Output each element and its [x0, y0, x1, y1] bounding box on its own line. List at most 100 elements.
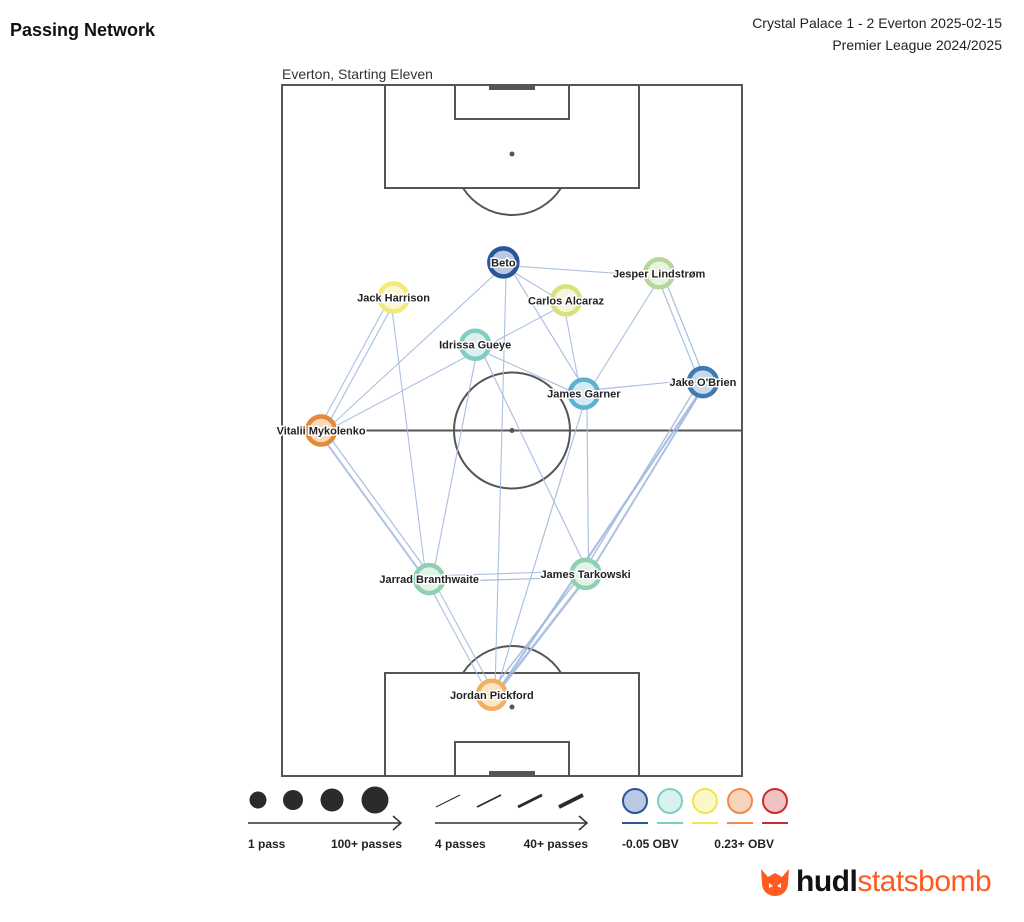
- pass-line-vitalii-mykolenko-to-jarrad-branthwaite: [327, 444, 419, 569]
- bottom-goal: [489, 771, 535, 776]
- team-label: Everton, Starting Eleven: [282, 66, 433, 82]
- brand-statsbomb: statsbomb: [857, 865, 992, 898]
- pass-line-jordan-pickford-to-james-garner: [498, 409, 583, 681]
- match-info: Crystal Palace 1 - 2 Everton 2025-02-15 …: [752, 12, 1002, 56]
- legend-width-arrow-head: [578, 815, 589, 831]
- legend-width-min: 4 passes: [435, 837, 486, 851]
- pass-line-vitalii-mykolenko-to-jack-harrison: [330, 312, 390, 419]
- player-label-jordan-pickford: Jordan Pickford: [450, 690, 534, 702]
- pass-line-james-tarkowski-to-idrissa-gueye: [484, 357, 582, 559]
- pass-line-beto-to-jesper-lindstr-m: [518, 265, 644, 276]
- legend-color-min: -0.05 OBV: [622, 837, 679, 851]
- pass-line-jordan-pickford-to-jake-o-brien: [502, 395, 698, 685]
- legend-width: 4 passes 40+ passes: [435, 793, 589, 851]
- pass-lines: [325, 265, 701, 686]
- centre-circle: [453, 371, 571, 490]
- legend-size-arrow-head: [392, 815, 403, 831]
- player-node-jack-harrison: [377, 281, 410, 314]
- top-penalty-area: [384, 84, 640, 189]
- legend-size: 1 pass 100+ passes: [248, 786, 403, 851]
- pass-line-jake-o-brien-to-james-tarkowski: [590, 393, 693, 560]
- pass-line-carlos-alcaraz-to-james-garner: [565, 316, 579, 380]
- top-penalty-spot: [509, 151, 515, 157]
- pass-line-vitalii-mykolenko-to-beto: [334, 274, 495, 423]
- pass-line-vitalii-mykolenko-to-carlos-alcaraz: [336, 309, 554, 427]
- player-label-idrissa-gueye: Idrissa Gueye: [439, 340, 511, 352]
- pass-line-jarrad-branthwaite-to-jordan-pickford: [433, 594, 483, 683]
- player-label-beto: Beto: [491, 257, 516, 269]
- pitch: [281, 84, 743, 777]
- match-title: Crystal Palace 1 - 2 Everton 2025-02-15: [752, 15, 1002, 31]
- pass-line-jake-o-brien-to-jesper-lindstr-m: [667, 286, 701, 367]
- pass-line-james-tarkowski-to-jake-o-brien: [595, 396, 699, 563]
- top-goal: [489, 85, 535, 90]
- player-node-james-tarkowski: [569, 557, 602, 591]
- legend-color-swatch-5: [762, 788, 788, 814]
- player-node-jordan-pickford: [475, 678, 509, 712]
- pass-line-jordan-pickford-to-james-tarkowski: [502, 587, 580, 686]
- legend: 1 pass 100+ passes 4 passes 40+ passes -…: [248, 786, 788, 851]
- pass-line-james-garner-to-jesper-lindstr-m: [594, 287, 654, 383]
- pass-line-jarrad-branthwaite-to-james-tarkowski: [444, 576, 571, 583]
- pass-line-jordan-pickford-to-beto: [494, 277, 507, 680]
- legend-color-swatch-4: [727, 788, 753, 814]
- top-penalty-arc: [462, 187, 562, 216]
- bottom-penalty-area: [384, 672, 640, 777]
- page-title: Passing Network: [10, 20, 156, 40]
- pass-line-jake-o-brien-to-james-garner: [598, 380, 688, 390]
- player-label-vitalii-mykolenko: Vitalii Mykolenko: [277, 426, 366, 438]
- legend-width-line-3: [517, 793, 543, 809]
- player-node-vitalii-mykolenko: [304, 414, 338, 447]
- player-label-jarrad-branthwaite: Jarrad Branthwaite: [379, 574, 479, 586]
- pass-line-jarrad-branthwaite-to-vitalii-mykolenko: [332, 441, 423, 566]
- player-label-james-garner: James Garner: [547, 389, 621, 401]
- legend-color-swatch-2: [657, 788, 683, 814]
- pass-line-beto-to-carlos-alcaraz: [514, 272, 552, 296]
- bottom-penalty-arc: [462, 645, 562, 674]
- legend-color-swatch-3: [692, 788, 718, 814]
- pass-line-jack-harrison-to-jarrad-branthwaite: [392, 313, 425, 565]
- player-label-carlos-alcaraz: Carlos Alcaraz: [528, 295, 605, 307]
- legend-width-line-1: [435, 794, 461, 808]
- player-label-jack-harrison: Jack Harrison: [357, 292, 430, 304]
- legend-size-dot-1: [249, 791, 267, 809]
- pass-line-jack-harrison-to-vitalii-mykolenko: [325, 309, 384, 416]
- bottom-six-yard-box: [454, 741, 570, 777]
- brand-hudl: hudl: [796, 865, 858, 898]
- legend-size-max: 100+ passes: [331, 837, 402, 851]
- player-label-jake-o-brien: Jake O'Brien: [669, 377, 736, 389]
- player-node-jesper-lindstr-m: [642, 257, 676, 290]
- player-node-jarrad-branthwaite: [412, 562, 446, 596]
- pass-line-jarrad-branthwaite-to-idrissa-gueye: [434, 360, 476, 565]
- bottom-penalty-spot: [509, 704, 515, 710]
- legend-size-dot-3: [320, 788, 344, 812]
- player-node-jake-o-brien: [686, 365, 720, 399]
- player-label-james-tarkowski: James Tarkowski: [540, 569, 630, 581]
- pass-line-jordan-pickford-to-jarrad-branthwaite: [438, 591, 488, 680]
- legend-color-max: 0.23+ OBV: [714, 837, 774, 851]
- legend-size-min: 1 pass: [248, 837, 286, 851]
- player-node-idrissa-gueye: [458, 328, 492, 361]
- legend-width-max: 40+ passes: [524, 837, 589, 851]
- pass-line-james-tarkowski-to-jarrad-branthwaite: [444, 570, 571, 577]
- pass-line-james-tarkowski-to-james-garner: [586, 409, 590, 559]
- pass-line-idrissa-gueye-to-james-garner: [487, 353, 569, 391]
- pass-line-james-garner-to-beto: [513, 273, 579, 380]
- legend-size-dot-2: [283, 790, 303, 810]
- pass-line-jesper-lindstr-m-to-jake-o-brien: [661, 288, 695, 370]
- player-label-jesper-lindstr-m: Jesper Lindstrøm: [613, 268, 706, 280]
- player-node-carlos-alcaraz: [549, 284, 583, 317]
- player-node-james-garner: [567, 377, 601, 410]
- competition-title: Premier League 2024/2025: [832, 37, 1002, 53]
- brand-logo: hudl statsbomb: [758, 862, 992, 902]
- legend-size-dot-4: [361, 786, 389, 814]
- legend-width-line-4: [558, 793, 584, 809]
- legend-color: -0.05 OBV 0.23+ OBV: [622, 788, 788, 851]
- top-six-yard-box: [454, 84, 570, 120]
- legend-width-line-2: [476, 794, 502, 808]
- statsbomb-fox-icon: [761, 869, 789, 896]
- centre-spot: [509, 428, 515, 433]
- legend-color-swatch-1: [622, 788, 648, 814]
